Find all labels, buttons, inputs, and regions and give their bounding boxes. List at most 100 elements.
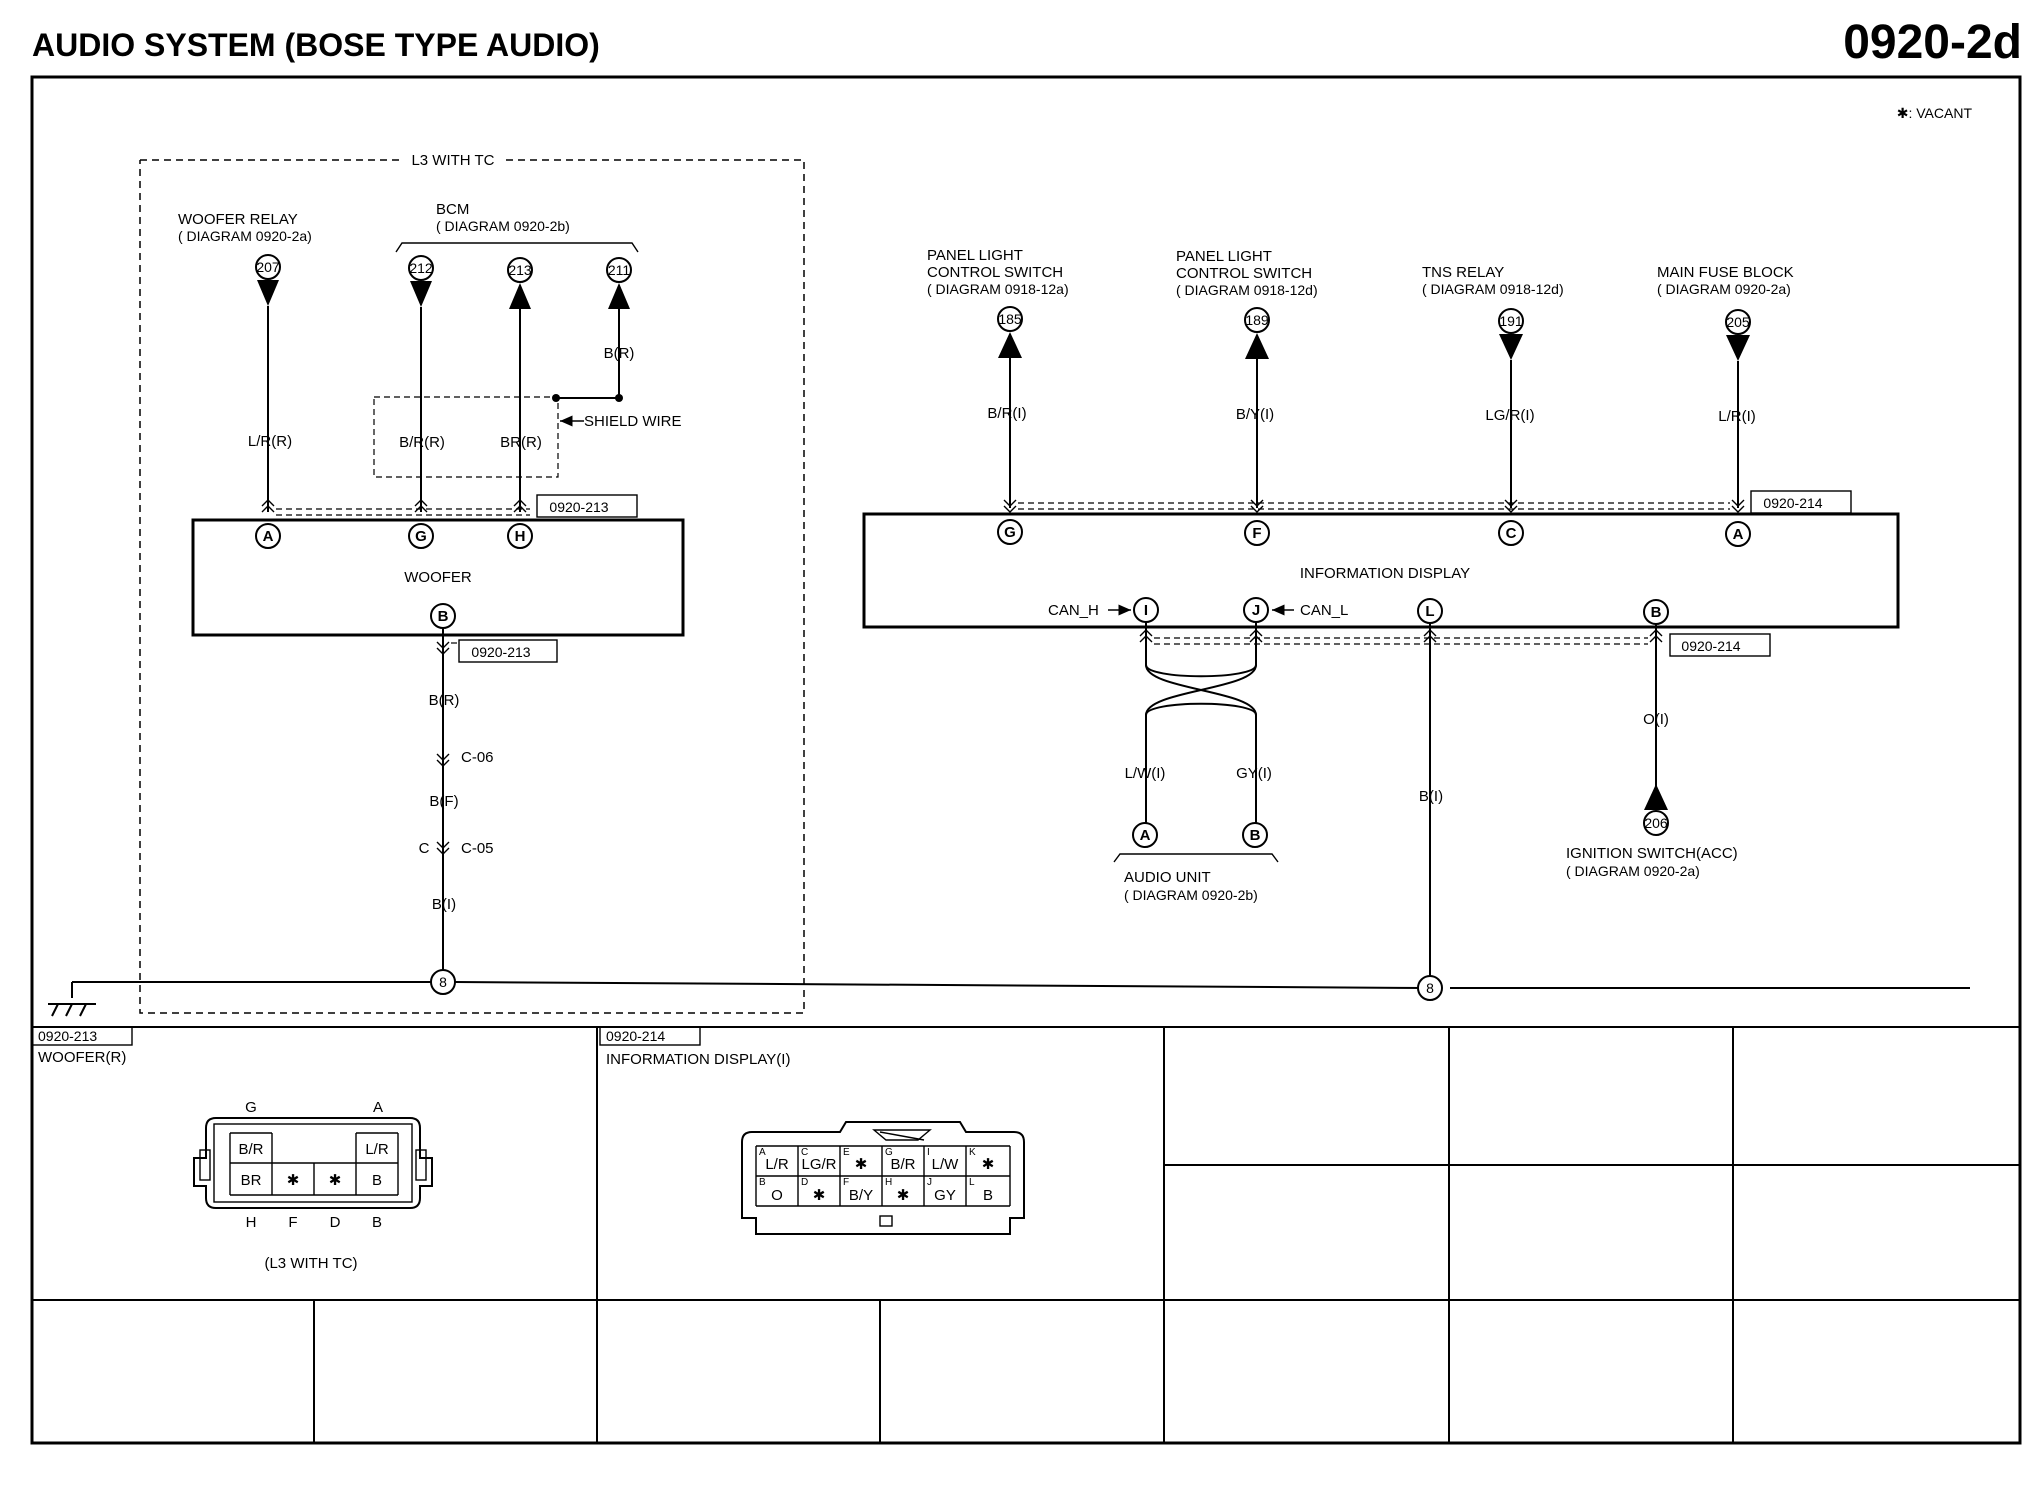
option-boundary (139, 159, 805, 1014)
svg-text:H: H (885, 1177, 892, 1188)
svg-text:A: A (263, 528, 274, 545)
pin-J: J (1243, 597, 1269, 623)
svg-text:✱: ✱ (813, 1187, 826, 1204)
svg-text:B/R: B/R (890, 1156, 915, 1173)
connector-c05-label: C-05 (461, 840, 494, 857)
info-cavity-row2: O ✱ B/Y ✱ GY B (771, 1187, 993, 1204)
wire-label: B/R(I) (987, 405, 1026, 422)
connector-view-tab (599, 1026, 701, 1046)
woofer-relay-ref: ( DIAGRAM 0920-2a) (178, 228, 312, 244)
connector-chevron (261, 499, 275, 513)
svg-text:B: B (1651, 604, 1662, 621)
woofer-connector-face (193, 1117, 433, 1209)
terminal-212: 212 (408, 255, 434, 307)
connector-chevron (1003, 499, 1017, 513)
wire-label-b-r-lower: B(R) (429, 692, 460, 709)
cavity-wire: ✱ (287, 1172, 300, 1189)
wire-label: LG/R(I) (1485, 407, 1534, 424)
svg-text:211: 211 (608, 262, 631, 278)
cavity-letter: F (288, 1214, 297, 1231)
svg-text:✱: ✱ (897, 1187, 910, 1204)
bcm-ref: ( DIAGRAM 0920-2b) (436, 218, 570, 234)
woofer-label: WOOFER (404, 569, 472, 586)
terminal-213: 213 (507, 257, 533, 309)
information-display-label: INFORMATION DISPLAY (1300, 565, 1470, 582)
svg-text:L/R: L/R (765, 1156, 789, 1173)
can-h-label: CAN_H (1048, 602, 1099, 619)
splice-dot (615, 394, 623, 402)
svg-text:A: A (1733, 526, 1744, 543)
connector-view-name: INFORMATION DISPLAY(I) (606, 1051, 790, 1068)
input-ref: ( DIAGRAM 0918-12d) (1176, 282, 1318, 298)
terminal-205: 205 (1725, 309, 1751, 361)
svg-text:E: E (843, 1147, 850, 1158)
wire-label-b-i: B(I) (432, 896, 456, 913)
svg-text:A: A (1140, 827, 1151, 844)
svg-text:LG/R: LG/R (801, 1156, 836, 1173)
connector-chevron (436, 641, 450, 655)
cavity-wire: ✱ (329, 1172, 342, 1189)
diagram-code: 0920-2d (1843, 16, 2022, 69)
ground-point-woofer: 8 (430, 969, 456, 995)
terminal-191: 191 (1498, 308, 1524, 360)
svg-text:K: K (969, 1147, 976, 1158)
wire-label-brr: BR(R) (500, 434, 542, 451)
svg-text:F: F (1252, 525, 1261, 542)
pin-B: B (1643, 599, 1669, 625)
svg-text:B/Y: B/Y (849, 1187, 873, 1204)
wire-label-lr: L/R(R) (248, 433, 292, 450)
connector-view-code: 0920-214 (606, 1028, 665, 1044)
connector-c06-label: C-06 (461, 749, 494, 766)
input-label: PANEL LIGHT (1176, 248, 1272, 265)
svg-text:G: G (1004, 524, 1016, 541)
connector-ref: 0920-213 (471, 644, 530, 660)
pin-A: A (255, 523, 281, 549)
svg-text:D: D (801, 1177, 808, 1188)
svg-text:206: 206 (1644, 815, 1668, 831)
connector-ref: 0920-214 (1681, 638, 1740, 654)
wire-label: GY(I) (1236, 765, 1272, 782)
connector-ref-box (536, 494, 638, 518)
connector-c-label: C (419, 840, 430, 857)
pin-A: A (1725, 521, 1751, 547)
svg-text:✱: ✱ (982, 1156, 995, 1173)
can-twisted-pair (1145, 622, 1257, 760)
connector-chevron (1504, 499, 1518, 513)
vacant-legend: ✱: VACANT (1897, 105, 1973, 121)
svg-text:185: 185 (998, 311, 1022, 327)
splice-dot (552, 394, 560, 402)
svg-text:F: F (843, 1177, 849, 1188)
information-display-component (862, 512, 1900, 629)
option-label: L3 WITH TC (411, 152, 494, 169)
wire-label-br-r: B/R(R) (399, 434, 445, 451)
svg-text:A: A (759, 1147, 766, 1158)
audio-unit-bracket (1113, 853, 1279, 863)
svg-text:I: I (1144, 602, 1148, 619)
info-connector-face (741, 1121, 1025, 1235)
ignition-label: IGNITION SWITCH(ACC) (1566, 845, 1738, 862)
audio-unit-ref: ( DIAGRAM 0920-2b) (1124, 887, 1258, 903)
wire-label: B(I) (1419, 788, 1443, 805)
info-cavity-row1: L/R LG/R ✱ B/R L/W ✱ (765, 1156, 994, 1173)
svg-text:205: 205 (1726, 314, 1750, 330)
cavity-wire: B (372, 1172, 382, 1189)
wire-label: O(I) (1643, 711, 1669, 728)
connector-chevron (513, 499, 527, 513)
connector-ref-box (1669, 633, 1771, 657)
svg-text:189: 189 (1245, 312, 1269, 328)
audio-pin-A: A (1132, 822, 1158, 848)
connector-ref-box (458, 639, 558, 663)
cavity-letter: A (373, 1099, 383, 1116)
svg-text:✱: ✱ (855, 1156, 868, 1173)
terminal-185: 185 (997, 306, 1023, 358)
svg-text:8: 8 (1426, 980, 1434, 996)
wire-label: B/Y(I) (1236, 406, 1274, 423)
page-title: AUDIO SYSTEM (BOSE TYPE AUDIO) (32, 27, 600, 63)
info-cavity-letters-row2: B D F H J L (759, 1177, 975, 1188)
connector-view-tab (31, 1026, 133, 1046)
input-label: CONTROL SWITCH (1176, 265, 1312, 282)
audio-unit-label: AUDIO UNIT (1124, 869, 1211, 886)
ground-point-info: 8 (1417, 975, 1443, 1001)
connector-chevron (1731, 499, 1745, 513)
